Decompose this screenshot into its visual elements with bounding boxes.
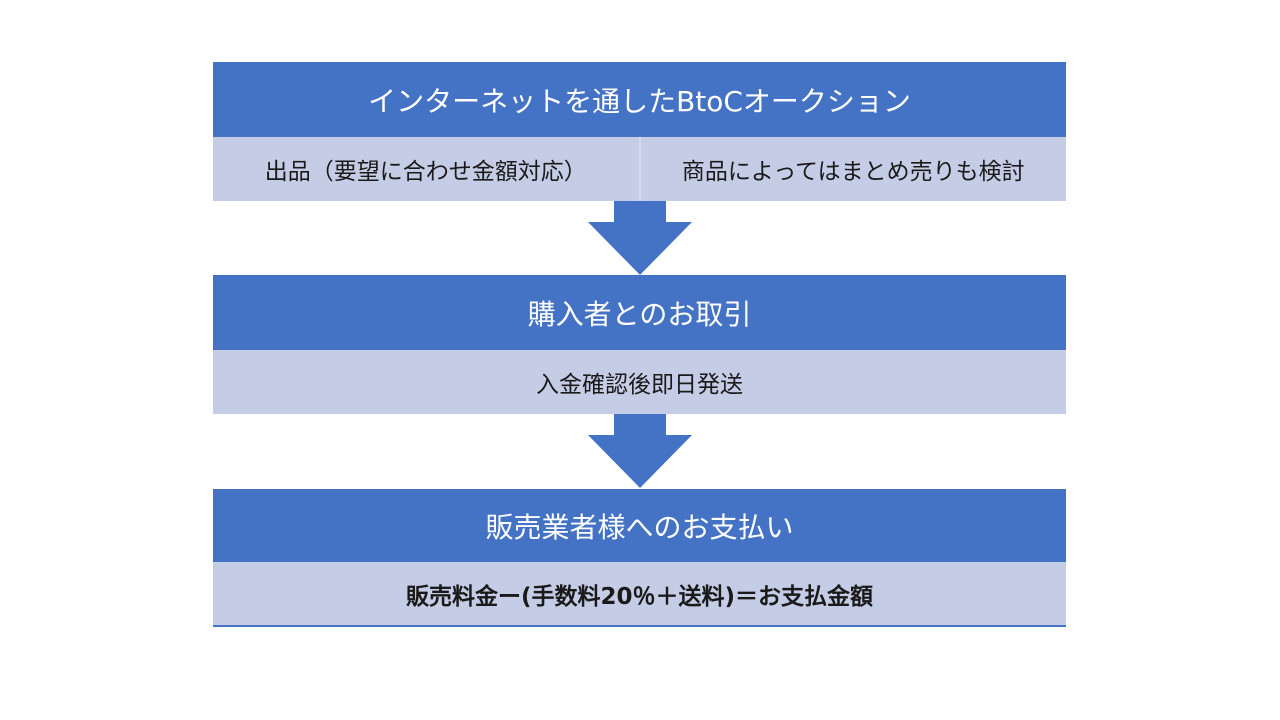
step-1-detail-bundle: 商品によってはまとめ売りも検討 (638, 137, 1067, 201)
down-arrow-icon (588, 414, 692, 488)
step-2-details: 入金確認後即日発送 (213, 350, 1066, 414)
down-arrow-icon (588, 201, 692, 275)
step-1-header: インターネットを通したBtoCオークション (213, 62, 1066, 138)
step-3-header: 販売業者様へのお支払い (213, 489, 1066, 563)
step-3-details: 販売料金ー(手数料20％＋送料)＝お支払金額 (213, 562, 1066, 627)
step-1-details: 出品（要望に合わせ金額対応） 商品によってはまとめ売りも検討 (213, 137, 1066, 201)
step-1-detail-listing: 出品（要望に合わせ金額対応） (264, 159, 587, 185)
step-2-header: 購入者とのお取引 (213, 275, 1066, 351)
